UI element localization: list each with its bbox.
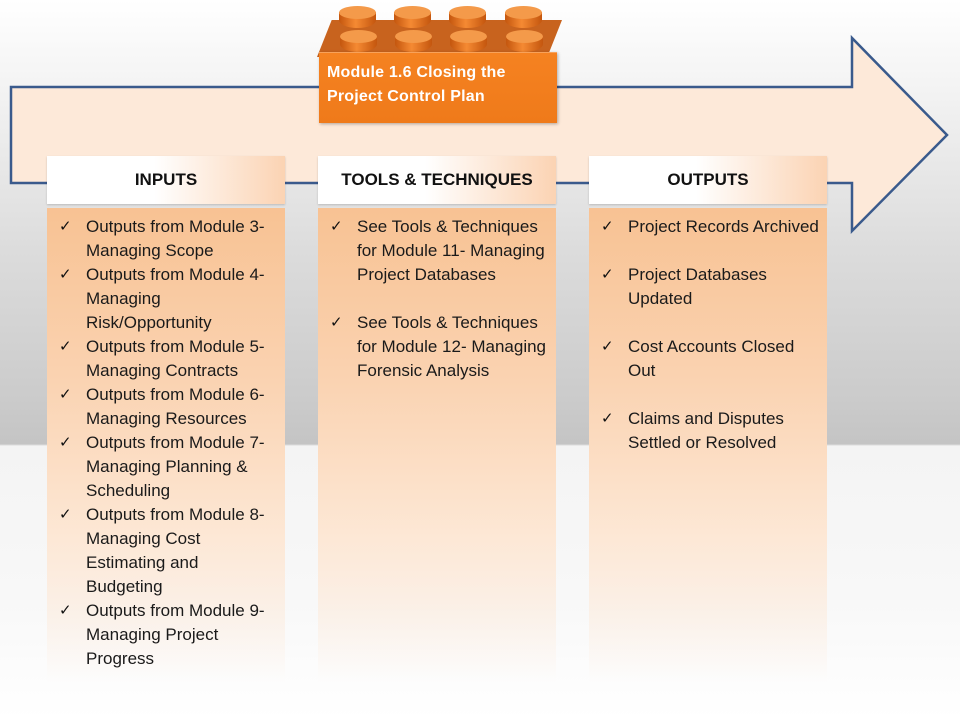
inputs-column: INPUTS ✓Outputs from Module 3- Managing …	[47, 156, 285, 682]
tools-list: ✓See Tools & Techniques for Module 11- M…	[330, 215, 550, 383]
tools-list-panel: ✓See Tools & Techniques for Module 11- M…	[318, 208, 556, 682]
lego-brick-title: Module 1.6 Closing the Project Control P…	[317, 0, 562, 124]
list-item: ✓Project Databases Updated	[601, 265, 767, 308]
list-item: ✓Outputs from Module 4- Managing Risk/Op…	[59, 265, 265, 332]
outputs-list: ✓Project Records Archived ✓Project Datab…	[601, 215, 821, 455]
page-title: Module 1.6 Closing the Project Control P…	[327, 64, 506, 105]
list-item: ✓Outputs from Module 7- Managing Plannin…	[59, 433, 265, 500]
check-icon: ✓	[330, 218, 343, 235]
outputs-list-panel: ✓Project Records Archived ✓Project Datab…	[589, 208, 827, 682]
check-icon: ✓	[59, 266, 72, 283]
list-item: ✓Project Records Archived	[601, 215, 821, 239]
outputs-column: OUTPUTS ✓Project Records Archived ✓Proje…	[589, 156, 827, 682]
check-icon: ✓	[59, 434, 72, 451]
check-icon: ✓	[59, 386, 72, 403]
lego-brick-front	[319, 52, 557, 123]
list-item: ✓See Tools & Techniques for Module 12- M…	[330, 313, 547, 380]
check-icon: ✓	[601, 410, 614, 427]
lego-stud-icon	[339, 6, 376, 30]
inputs-list: ✓Outputs from Module 3- Managing Scope ✓…	[59, 215, 279, 671]
list-item: ✓Outputs from Module 5- Managing Contrac…	[59, 337, 265, 380]
lego-stud-icon	[394, 6, 431, 30]
tools-techniques-column: TOOLS & TECHNIQUES ✓See Tools & Techniqu…	[318, 156, 556, 682]
check-icon: ✓	[59, 506, 72, 523]
inputs-heading: INPUTS	[47, 156, 285, 204]
list-item: ✓Outputs from Module 3- Managing Scope	[59, 217, 265, 260]
lego-stud-icon	[505, 6, 542, 30]
outputs-heading: OUTPUTS	[589, 156, 827, 204]
list-item: ✓See Tools & Techniques for Module 11- M…	[330, 217, 545, 284]
lego-stud-icon	[506, 30, 543, 54]
check-icon: ✓	[330, 314, 343, 331]
tools-techniques-heading: TOOLS & TECHNIQUES	[318, 156, 556, 204]
list-item: ✓Outputs from Module 6- Managing Resourc…	[59, 385, 265, 428]
list-item: ✓Outputs from Module 9- Managing Project…	[59, 601, 265, 668]
lego-stud-icon	[340, 30, 377, 54]
lego-stud-icon	[395, 30, 432, 54]
check-icon: ✓	[601, 266, 614, 283]
inputs-list-panel: ✓Outputs from Module 3- Managing Scope ✓…	[47, 208, 285, 682]
check-icon: ✓	[59, 602, 72, 619]
list-item: ✓Cost Accounts Closed Out	[601, 337, 795, 380]
lego-stud-icon	[449, 6, 486, 30]
check-icon: ✓	[601, 218, 614, 235]
list-item: ✓Outputs from Module 8- Managing Cost Es…	[59, 505, 265, 596]
list-item: ✓Claims and Disputes Settled or Resolved	[601, 409, 784, 452]
check-icon: ✓	[59, 338, 72, 355]
check-icon: ✓	[59, 218, 72, 235]
check-icon: ✓	[601, 338, 614, 355]
lego-stud-icon	[450, 30, 487, 54]
